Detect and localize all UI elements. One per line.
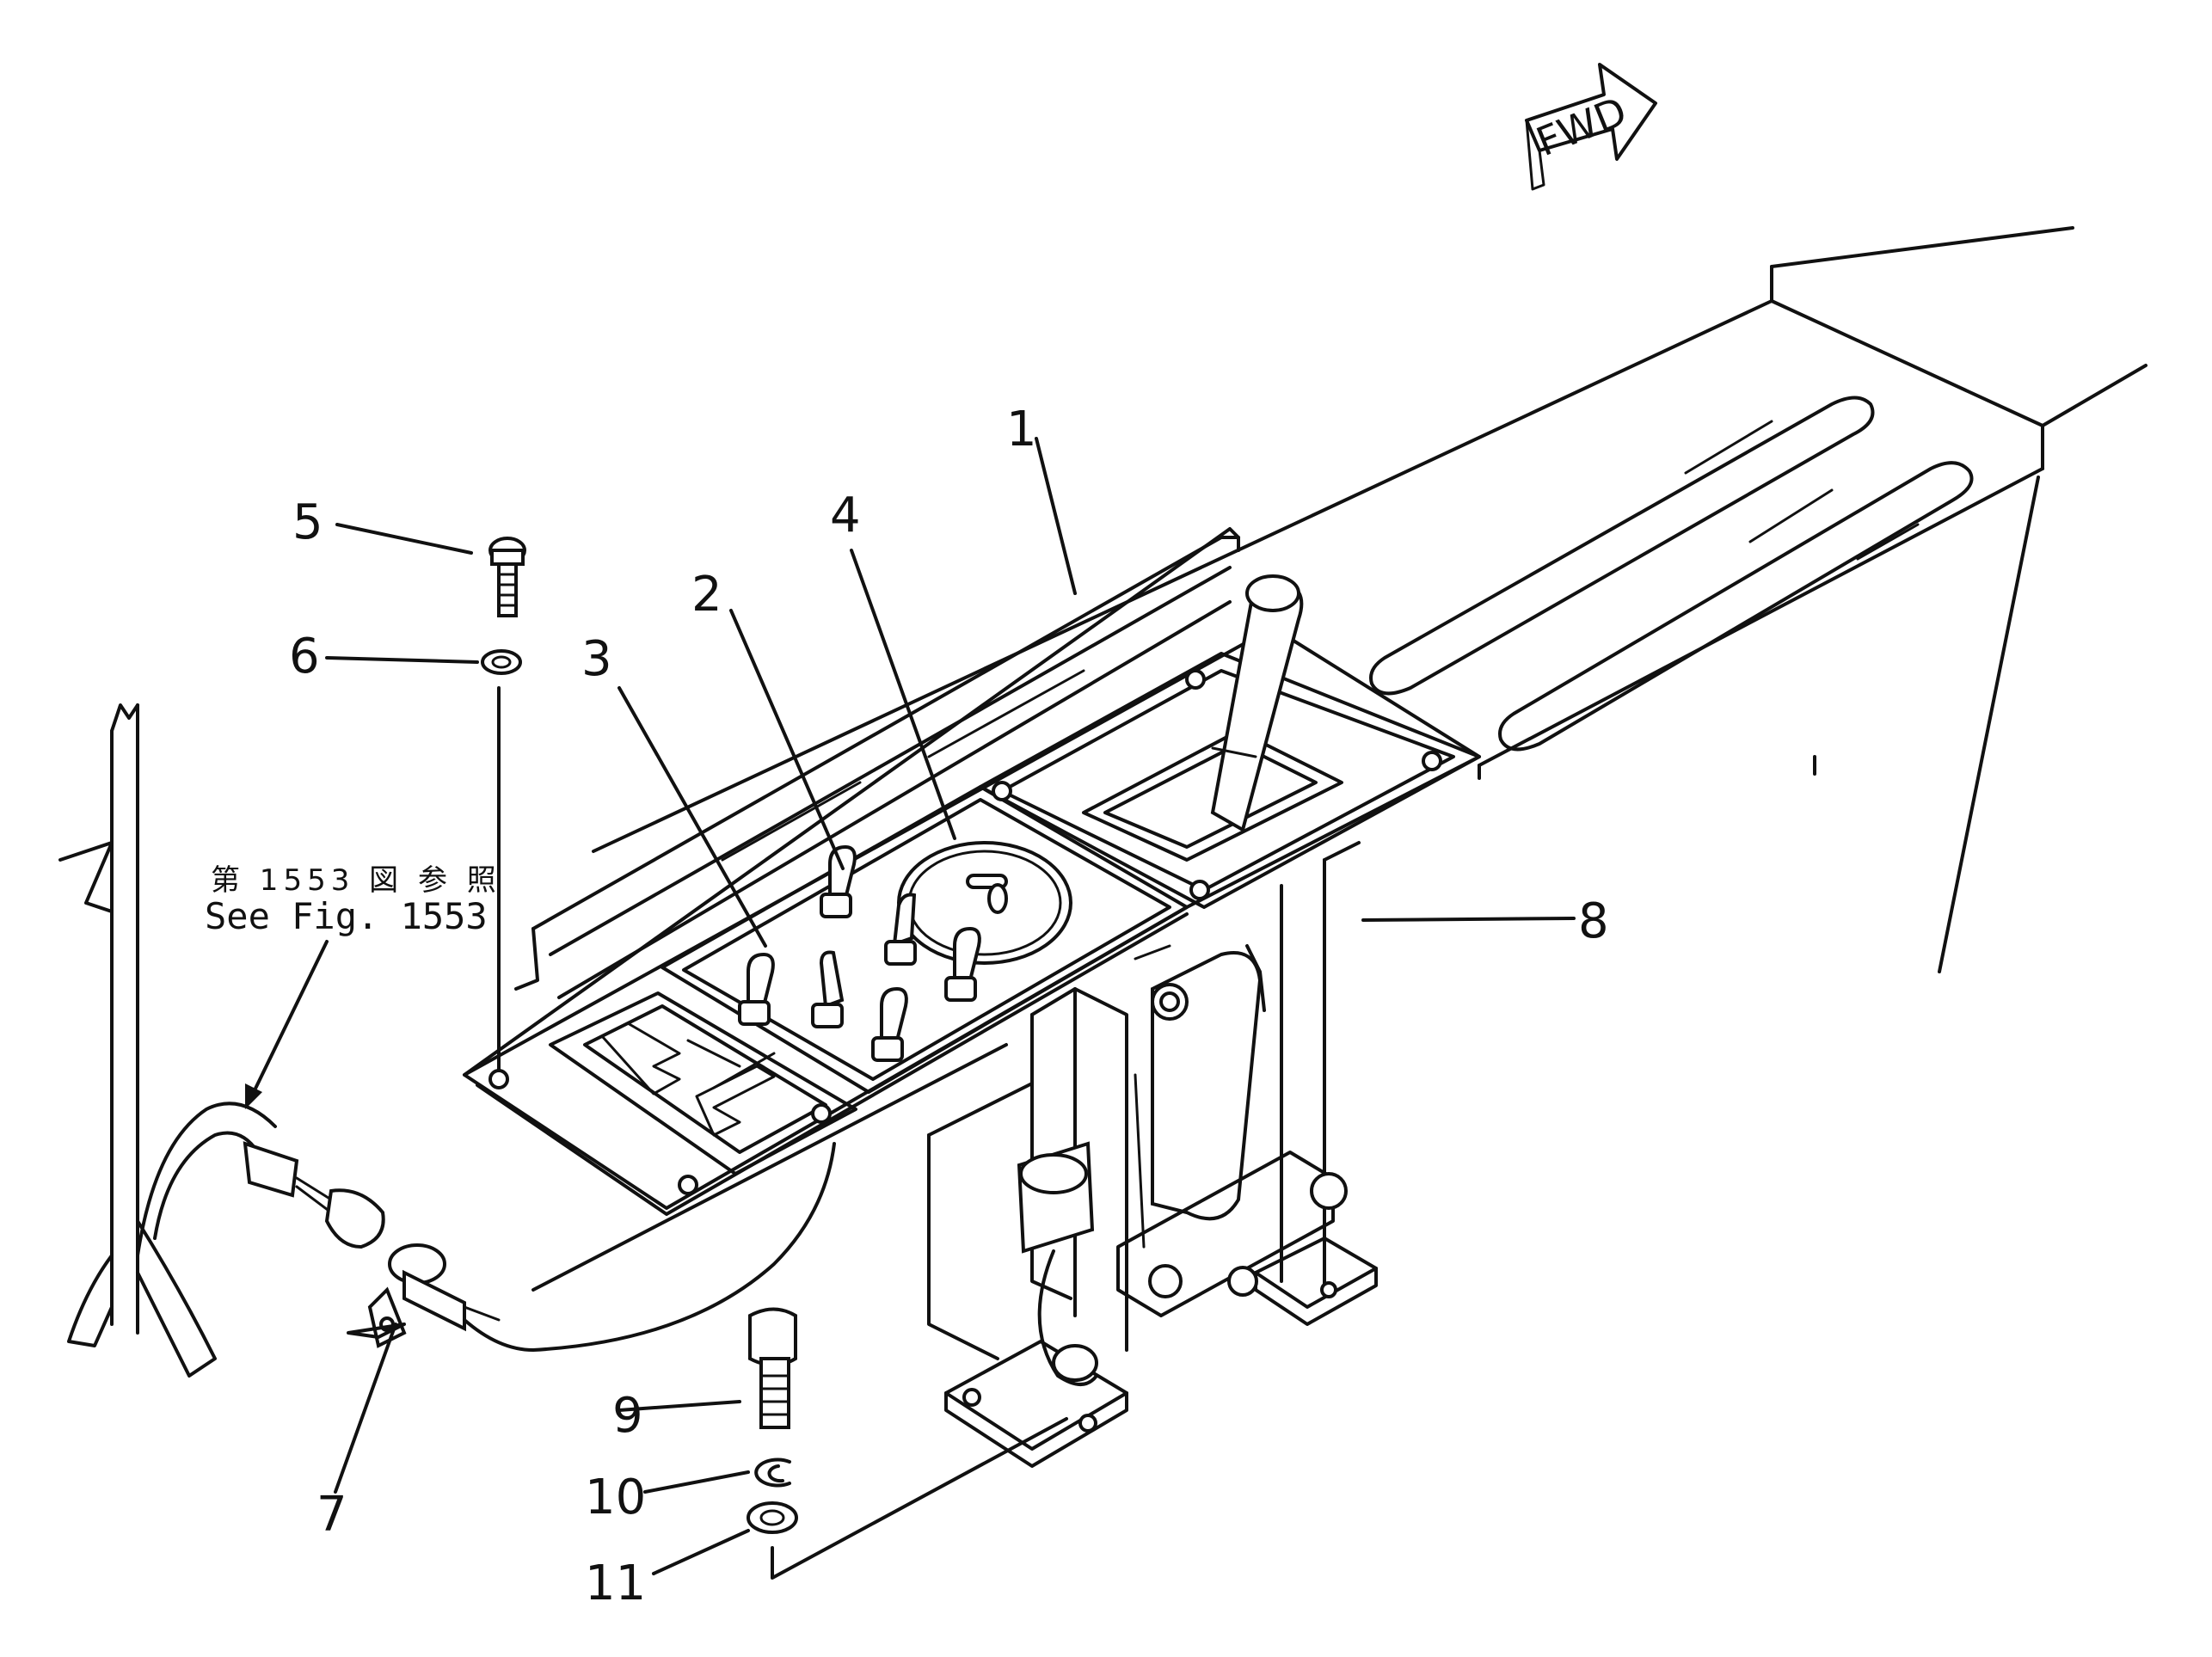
toggle-switch-a [738,952,775,1026]
toggle-switch-e [944,926,981,1002]
console-panel [463,527,1481,1216]
toggle-switch-b [820,844,857,918]
toggle-switch-c [884,893,917,966]
reference-note: 第 1553 図 参 照 See Fig. 1553 [205,863,501,1109]
callout-11: 11 [585,1556,646,1611]
callout-4: 4 [830,488,861,543]
wire-harness [58,703,836,1378]
bolt-9 [748,1307,797,1429]
callout-1: 1 [1006,402,1037,457]
callout-6: 6 [289,629,320,684]
toggle-switch-f [871,986,908,1062]
support-stand [927,841,1378,1468]
washer-6 [481,649,522,675]
leader-lines [325,437,1576,1575]
cab-body [531,226,2147,1292]
reference-note-jp: 第 1553 図 参 照 [211,863,501,898]
fwd-arrow: FWD [1525,63,1657,191]
callout-7: 7 [316,1487,347,1543]
callout-9: 9 [612,1388,643,1444]
callout-10: 10 [585,1470,646,1525]
toggle-switch-d [811,950,845,1028]
reference-note-en: See Fig. 1553 [205,895,488,937]
snap-ring-10 [754,1458,791,1488]
mount-axis-line [771,1417,1068,1580]
bolt-5 [488,537,526,617]
toggle-switches [738,844,981,1062]
callout-labels: 1 2 3 4 5 6 7 8 9 10 11 [289,402,1609,1611]
washer-11 [747,1501,798,1534]
callout-2: 2 [691,567,722,623]
callout-5: 5 [292,494,323,550]
callout-3: 3 [581,631,612,687]
callout-8: 8 [1578,893,1609,949]
